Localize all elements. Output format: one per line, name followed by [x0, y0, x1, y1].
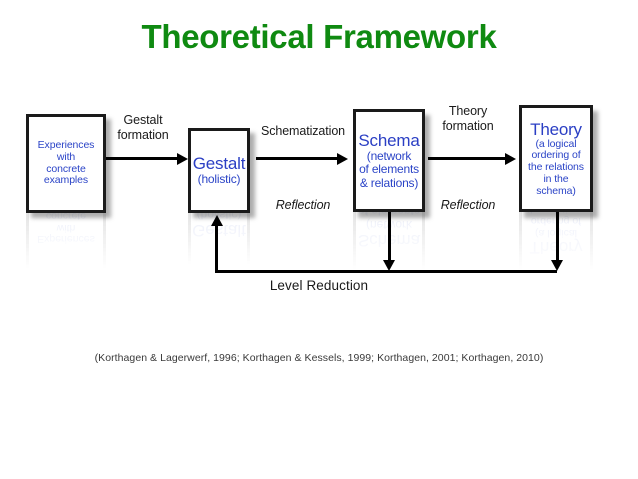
- box-line: in the: [543, 172, 569, 185]
- loop-gestalt-up-head: [211, 215, 223, 226]
- box-reflection-experiences: Experiences with concrete examples: [26, 213, 106, 269]
- page-title: Theoretical Framework: [141, 18, 497, 55]
- arrow-schema-to-theory-head: [505, 152, 516, 165]
- box-line: examples: [43, 174, 89, 187]
- box-schema[interactable]: Schema (network of elements & relations): [353, 109, 425, 212]
- loop-theory-down-line: [555, 212, 559, 262]
- box-line: (a logical: [535, 137, 577, 150]
- box-line: ordering of: [531, 149, 581, 162]
- box-heading: Gestalt: [192, 154, 246, 174]
- box-line: schema): [536, 184, 576, 197]
- arrow-schema-to-theory-line: [428, 157, 505, 160]
- label-reflection-2: Reflection: [440, 198, 496, 212]
- box-line: Experiences: [37, 139, 95, 151]
- box-line: the relations: [528, 161, 584, 174]
- label-theory-formation: Theory formation: [442, 104, 494, 133]
- loop-horizontal-line: [215, 270, 557, 273]
- box-line: concrete: [46, 162, 86, 175]
- loop-schema-down-line: [387, 212, 391, 262]
- loop-theory-down-head: [551, 260, 563, 271]
- box-gestalt[interactable]: Gestalt (holistic): [188, 128, 250, 213]
- box-heading: Schema: [358, 130, 420, 150]
- reflection-line: with: [56, 221, 76, 234]
- box-line: (holistic): [197, 172, 241, 187]
- box-experiences[interactable]: Experiences with concrete examples: [26, 114, 106, 213]
- arrow-gestalt-to-schema-head: [337, 152, 348, 165]
- box-theory[interactable]: Theory (a logical ordering of the relati…: [519, 105, 593, 212]
- label-schematization: Schematization: [260, 124, 346, 138]
- box-heading: Theory: [530, 119, 582, 139]
- box-line: (network: [366, 148, 412, 163]
- citation-text: (Korthagen & Lagerwerf, 1996; Korthagen …: [94, 352, 544, 364]
- box-line: & relations): [359, 175, 419, 190]
- label-gestalt-formation: Gestalt formation: [117, 113, 169, 142]
- loop-schema-down-head: [383, 260, 395, 271]
- arrow-experiences-to-gestalt-line: [106, 157, 177, 160]
- label-level-reduction: Level Reduction: [269, 278, 369, 293]
- box-line: with: [56, 150, 76, 163]
- label-reflection-1: Reflection: [275, 198, 331, 212]
- arrow-gestalt-to-schema-line: [256, 157, 337, 160]
- reflection-line: Experiences: [37, 233, 95, 246]
- loop-gestalt-up-line: [215, 225, 218, 273]
- arrow-experiences-to-gestalt-head: [177, 152, 188, 165]
- box-line: of elements: [359, 162, 419, 177]
